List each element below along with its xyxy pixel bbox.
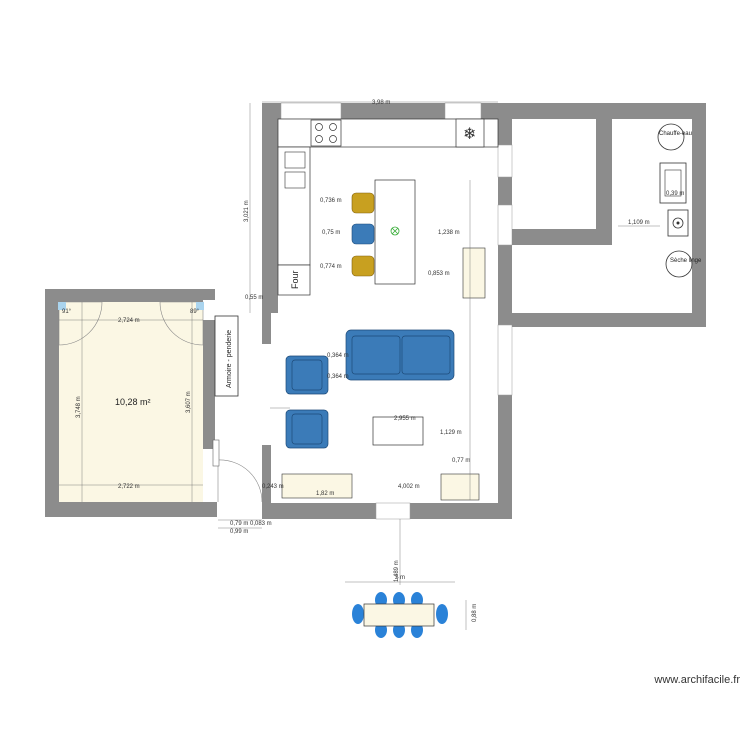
- kitchen-island: [374, 179, 416, 285]
- bedroom-walls: [45, 289, 217, 517]
- low-cabinet-left: [281, 473, 353, 499]
- svg-text:0,774 m: 0,774 m: [320, 264, 342, 270]
- svg-text:0,243 m: 0,243 m: [262, 484, 284, 490]
- svg-text:Chauffe-eau: Chauffe-eau: [659, 131, 692, 137]
- entrance-door: [212, 439, 263, 503]
- svg-text:0,99 m: 0,99 m: [230, 529, 248, 535]
- svg-text:0,39 m: 0,39 m: [666, 191, 684, 197]
- svg-text:0,88 m: 0,88 m: [472, 604, 478, 622]
- window-top: [280, 102, 342, 120]
- oven: Four: [277, 264, 311, 296]
- fridge: ❄: [455, 118, 485, 148]
- svg-text:1,238 m: 1,238 m: [438, 230, 460, 236]
- wardrobe: Armoire - penderie: [214, 315, 239, 397]
- svg-text:4,002 m: 4,002 m: [398, 484, 420, 490]
- bedroom-door-left: 91°: [58, 301, 103, 346]
- bedroom-area: 10,28 m²: [115, 397, 151, 407]
- svg-text:3,021 m: 3,021 m: [244, 200, 250, 222]
- svg-text:0,77 m: 0,77 m: [452, 458, 470, 464]
- water-heater: Chauffe-eau: [657, 123, 692, 151]
- svg-text:91°: 91°: [62, 309, 72, 315]
- svg-text:0,736 m: 0,736 m: [320, 198, 342, 204]
- svg-text:Armoire - penderie: Armoire - penderie: [226, 330, 233, 388]
- svg-text:0,083 m: 0,083 m: [250, 521, 272, 527]
- svg-text:89°: 89°: [190, 309, 200, 315]
- svg-text:0,364 m: 0,364 m: [327, 353, 349, 359]
- svg-text:0,79 m: 0,79 m: [230, 521, 248, 527]
- svg-text:1,489 m: 1,489 m: [394, 560, 400, 582]
- svg-text:1,82 m: 1,82 m: [316, 491, 334, 497]
- svg-text:0,55 m: 0,55 m: [245, 295, 263, 301]
- armchair-2: [285, 409, 329, 449]
- window-bottom: [375, 502, 411, 520]
- svg-text:1,109 m: 1,109 m: [628, 220, 650, 226]
- svg-text:3,607 m: 3,607 m: [186, 391, 192, 413]
- svg-text:0,364 m: 0,364 m: [327, 374, 349, 380]
- laundry-sink: 0,39 m: [659, 162, 687, 204]
- svg-text:2,955 m: 2,955 m: [394, 416, 416, 422]
- bedroom-floor: [59, 302, 203, 502]
- dryer: Sèche linge: [665, 250, 702, 278]
- low-cabinet-right: [440, 473, 480, 501]
- svg-text:Sèche linge: Sèche linge: [670, 258, 702, 264]
- svg-text:0,853 m: 0,853 m: [428, 271, 450, 277]
- svg-text:Four: Four: [290, 270, 300, 289]
- watermark: www.archifacile.fr: [654, 674, 740, 686]
- svg-text:3,748 m: 3,748 m: [76, 396, 82, 418]
- kitchen-sink: [284, 151, 306, 189]
- bar-stools: [351, 192, 375, 277]
- bedroom-door-right: 89°: [159, 301, 204, 346]
- svg-text:0,75 m: 0,75 m: [322, 230, 340, 236]
- svg-text:3,98 m: 3,98 m: [372, 100, 390, 106]
- washing-machine: [667, 209, 689, 237]
- svg-text:2,724 m: 2,724 m: [118, 318, 140, 324]
- laundry-walls: [512, 103, 706, 327]
- svg-text:1,129 m: 1,129 m: [440, 430, 462, 436]
- cooktop: [310, 119, 342, 147]
- dining-set: [352, 592, 448, 638]
- cabinet-right: [462, 247, 486, 299]
- svg-text:2,722 m: 2,722 m: [118, 484, 140, 490]
- coffee-table: [372, 416, 424, 446]
- sofa: [345, 329, 455, 381]
- svg-text:❄: ❄: [463, 124, 476, 143]
- armchair-1: [285, 355, 329, 395]
